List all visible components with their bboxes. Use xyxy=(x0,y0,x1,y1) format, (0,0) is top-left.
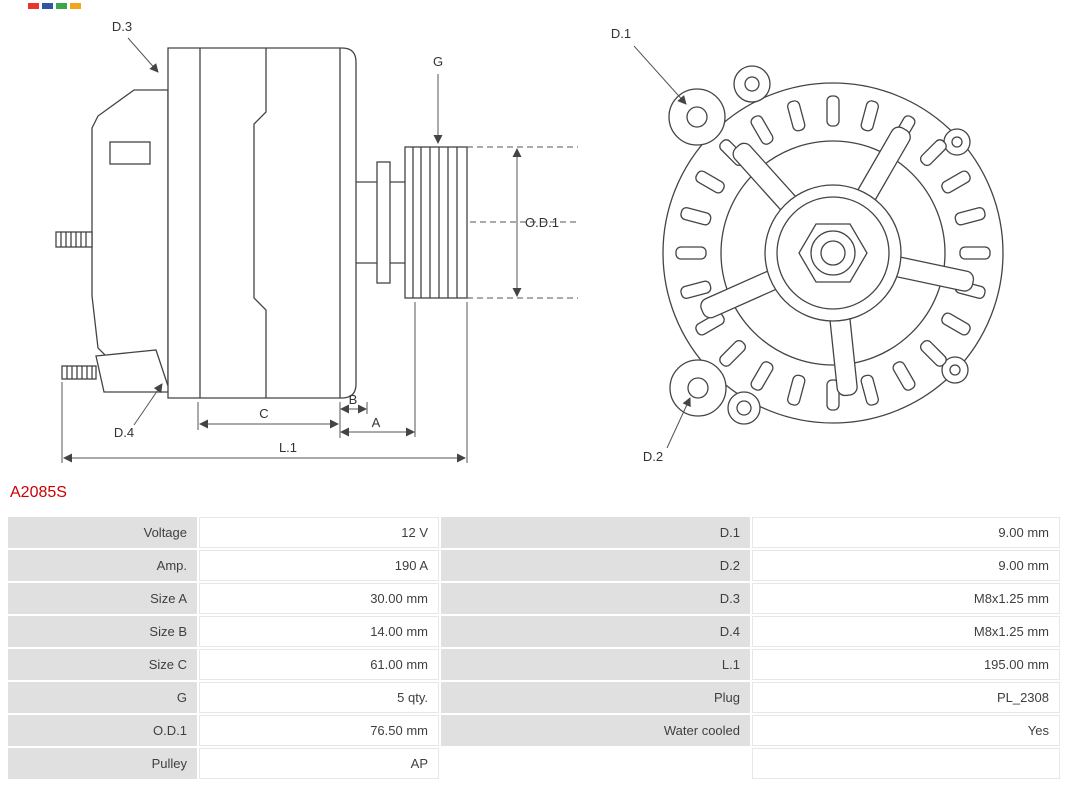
spec-label: D.1 xyxy=(441,517,750,548)
spec-value xyxy=(752,748,1060,779)
logo-color-red xyxy=(28,3,39,9)
spec-label: Size A xyxy=(8,583,197,614)
spec-value: PL_2308 xyxy=(752,682,1060,713)
part-number: A2085S xyxy=(10,484,67,501)
spec-value: Yes xyxy=(752,715,1060,746)
logo-fragment xyxy=(28,3,81,9)
spec-label: L.1 xyxy=(441,649,750,680)
spec-label: Plug xyxy=(441,682,750,713)
label-b: B xyxy=(349,392,358,407)
fan-spokes xyxy=(700,126,975,397)
front-view xyxy=(662,65,1004,425)
spec-table: Voltage 12 V D.1 9.00 mm Amp. 190 A D.2 … xyxy=(8,517,1060,779)
label-l1: L.1 xyxy=(279,440,297,455)
label-d4: D.4 xyxy=(114,425,134,440)
logo-color-blue xyxy=(42,3,53,9)
label-d3: D.3 xyxy=(112,19,132,34)
spec-label: Size B xyxy=(8,616,197,647)
spec-value: M8x1.25 mm xyxy=(752,583,1060,614)
logo-color-orange xyxy=(70,3,81,9)
label-g: G xyxy=(433,54,443,69)
spec-value: 12 V xyxy=(199,517,439,548)
spec-label: Water cooled xyxy=(441,715,750,746)
spec-value: 76.50 mm xyxy=(199,715,439,746)
spec-value: M8x1.25 mm xyxy=(752,616,1060,647)
technical-drawing: O.D.1 C B A L.1 D.3 D.4 xyxy=(55,19,1004,464)
side-view xyxy=(55,47,468,399)
spec-value: 195.00 mm xyxy=(752,649,1060,680)
spec-label xyxy=(441,748,750,779)
spec-label: D.4 xyxy=(441,616,750,647)
spec-value: 5 qty. xyxy=(199,682,439,713)
front-view-labels: D.1 D.2 xyxy=(611,26,691,464)
spec-value: 9.00 mm xyxy=(752,517,1060,548)
spec-label: D.3 xyxy=(441,583,750,614)
label-a: A xyxy=(372,415,381,430)
spec-value: AP xyxy=(199,748,439,779)
spec-value: 30.00 mm xyxy=(199,583,439,614)
label-d1: D.1 xyxy=(611,26,631,41)
spec-label: O.D.1 xyxy=(8,715,197,746)
spec-label: Amp. xyxy=(8,550,197,581)
spec-label: Pulley xyxy=(8,748,197,779)
spec-value: 14.00 mm xyxy=(199,616,439,647)
spec-label: D.2 xyxy=(441,550,750,581)
label-d2: D.2 xyxy=(643,449,663,464)
spec-label: Size C xyxy=(8,649,197,680)
alternator-drawing: O.D.1 C B A L.1 D.3 D.4 xyxy=(55,19,1004,464)
dimension-lines: O.D.1 C B A L.1 D.3 D.4 xyxy=(61,19,580,463)
spec-value: 190 A xyxy=(199,550,439,581)
label-c: C xyxy=(259,406,268,421)
spec-label: Voltage xyxy=(8,517,197,548)
spec-label: G xyxy=(8,682,197,713)
spec-value: 61.00 mm xyxy=(199,649,439,680)
spec-value: 9.00 mm xyxy=(752,550,1060,581)
logo-color-green xyxy=(56,3,67,9)
label-od1: O.D.1 xyxy=(525,215,559,230)
